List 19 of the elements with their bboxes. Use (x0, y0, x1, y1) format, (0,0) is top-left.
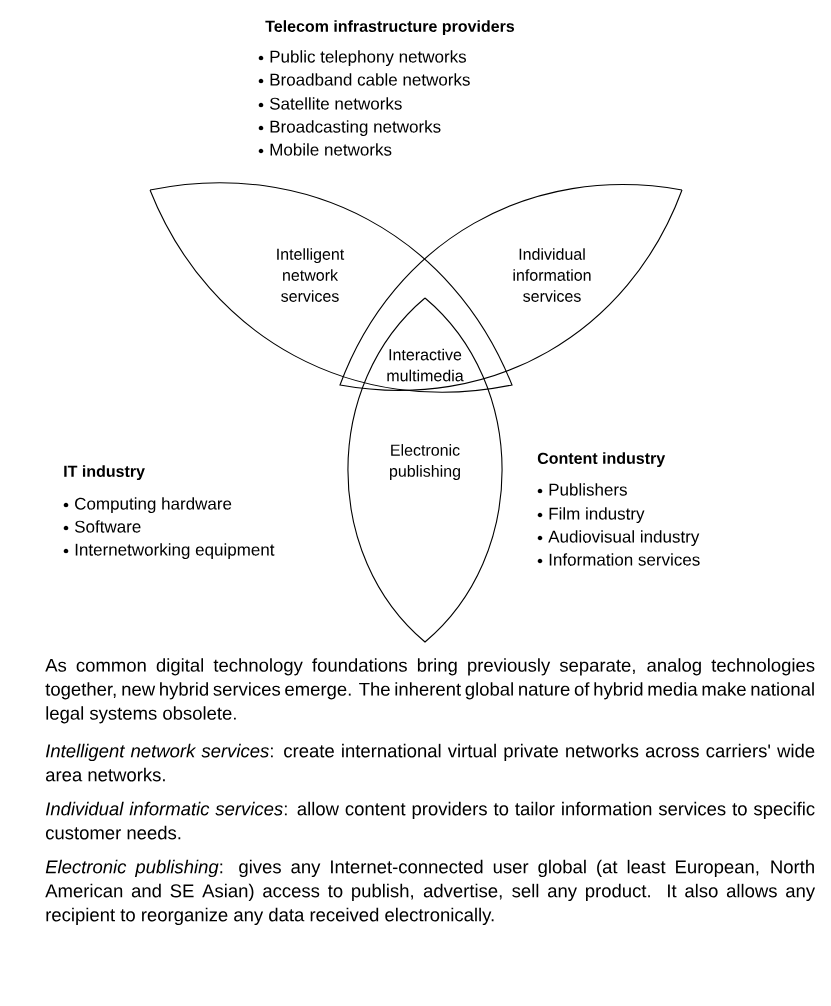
bullet-item: Broadband cable networks (270, 73, 470, 86)
bullet-item: Satellite networks (269, 97, 402, 110)
overlap-label: Interactive multimedia (387, 348, 464, 382)
bullet-item: Broadcasting networks (270, 120, 441, 137)
bullet-item: Film industry (549, 507, 645, 524)
bullet-item: Information services (549, 553, 700, 566)
bullet-item: Audiovisual industry (548, 530, 700, 547)
paragraph: Individual informatic services: allow content providers to tailor information services to specific customer needs. (45, 801, 815, 840)
group-heading: Content industry (537, 452, 666, 468)
bullet-item: Software (74, 520, 141, 533)
group-heading: IT industry (64, 465, 145, 481)
group-heading: Telecom infrastructure providers (265, 20, 515, 36)
bullet-item: Publishers (549, 483, 627, 496)
bullet-item: Mobile networks (270, 143, 392, 156)
bullet-item: Public telephony networks (270, 50, 467, 67)
paragraph: Intelligent network services: create international virtual private networks across carriers' wide area networks. (45, 743, 815, 782)
bullet-item: Internetworking equipment (75, 543, 275, 560)
paragraph: Electronic publishing: gives any Internet-connected user global (at least European, North American and SE Asian) access to publish, advertise, sell any product. It also allows any recipient to reorganize any data received electronically. (45, 859, 816, 926)
bullet-item: Computing hardware (75, 497, 232, 514)
